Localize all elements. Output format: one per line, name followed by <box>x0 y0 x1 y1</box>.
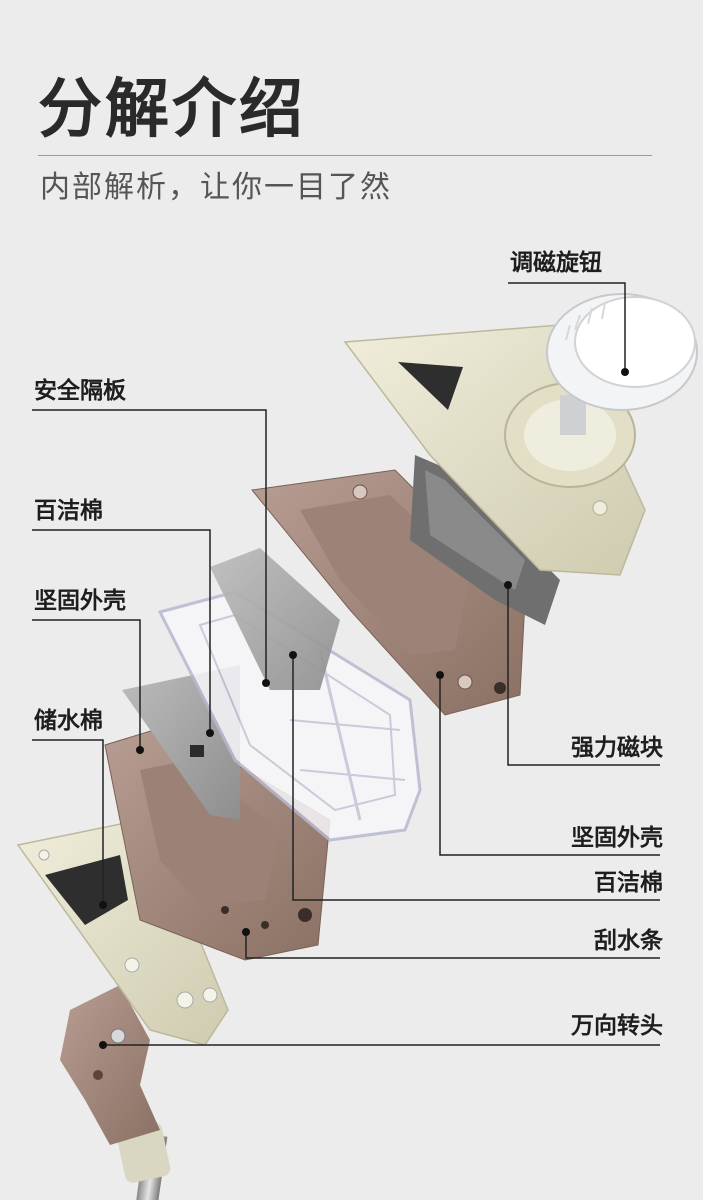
label-magnetic-knob: 调磁旋钮 <box>510 250 602 276</box>
scouring-pad-panel <box>210 548 340 690</box>
label-universal-joint: 万向转头 <box>571 1013 663 1039</box>
label-sturdy-shell-right: 坚固外壳 <box>571 825 663 851</box>
label-sturdy-shell-left: 坚固外壳 <box>34 588 126 614</box>
bottom-cream-base <box>16 817 229 1046</box>
label-scouring-pad-left: 百洁棉 <box>34 498 103 524</box>
title-divider <box>38 155 652 156</box>
lower-brown-shell <box>104 724 331 961</box>
label-water-storage-sponge: 储水棉 <box>34 708 103 734</box>
leader-lines <box>32 282 660 1049</box>
page-subtitle: 内部解析，让你一目了然 <box>40 170 392 205</box>
magnet-block-part <box>410 455 560 625</box>
label-safety-partition: 安全隔板 <box>34 378 126 404</box>
page-title: 分解介绍 <box>38 73 306 147</box>
label-scouring-pad-right: 百洁棉 <box>594 870 663 896</box>
universal-joint-part <box>60 985 160 1145</box>
label-strong-magnet: 强力磁块 <box>571 735 663 761</box>
label-wiper-strip: 刮水条 <box>594 928 663 954</box>
magnetic-adjust-knob <box>546 293 698 435</box>
